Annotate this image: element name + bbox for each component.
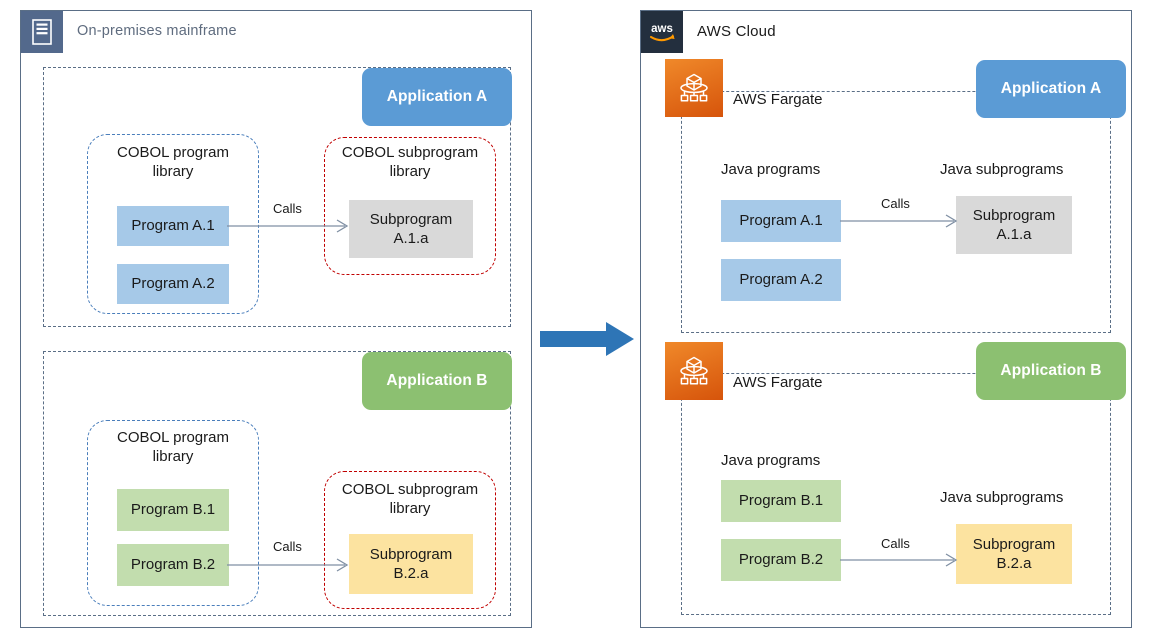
java-programs-caption-b: Java programs (721, 452, 821, 469)
aws-subprogram-a1a-box: Subprogram A.1.a (956, 196, 1072, 254)
cobol-program-library-b-caption: COBOL program library (117, 429, 229, 465)
cobol-subprogram-library-a (324, 137, 496, 275)
application-b-container (43, 351, 511, 616)
panel-title-on-premises: On-premises mainframe (77, 23, 237, 39)
aws-program-b2-box: Program B.2 (721, 539, 841, 581)
aws-cloud-panel: aws AWS Cloud (640, 10, 1132, 628)
cobol-program-library-a (87, 134, 259, 314)
calls-arrow-b (227, 555, 353, 575)
program-a1-box: Program A.1 (117, 206, 229, 246)
aws-calls-label-b: Calls (881, 536, 910, 551)
aws-fargate-label-b: AWS Fargate (733, 374, 823, 391)
aws-application-a-pill[interactable]: Application A (976, 60, 1126, 118)
migration-arrow (540, 320, 636, 358)
aws-application-b-container (681, 373, 1111, 615)
cobol-subprogram-library-a-caption: COBOL subprogram library (341, 144, 479, 180)
mainframe-icon (21, 11, 63, 53)
aws-program-b1-box: Program B.1 (721, 480, 841, 522)
calls-label-a: Calls (273, 201, 302, 216)
aws-calls-arrow-b (840, 550, 962, 570)
subprogram-a1a-box: Subprogram A.1.a (349, 200, 473, 258)
cobol-program-library-b (87, 420, 259, 606)
program-b2-box: Program B.2 (117, 544, 229, 586)
aws-fargate-label-a: AWS Fargate (733, 91, 823, 108)
aws-program-a2-box: Program A.2 (721, 259, 841, 301)
application-b-pill[interactable]: Application B (362, 352, 512, 410)
aws-application-b-pill[interactable]: Application B (976, 342, 1126, 400)
java-subprograms-caption-a: Java subprograms (940, 161, 1064, 178)
calls-label-b: Calls (273, 539, 302, 554)
subprogram-b2a-box: Subprogram B.2.a (349, 534, 473, 594)
panel-title-aws-cloud: AWS Cloud (697, 23, 776, 40)
aws-application-a-container (681, 91, 1111, 333)
application-a-pill[interactable]: Application A (362, 68, 512, 126)
calls-arrow-a (227, 216, 353, 236)
aws-calls-arrow-a (840, 211, 962, 231)
application-a-container (43, 67, 511, 327)
svg-text:aws: aws (651, 23, 673, 35)
cobol-subprogram-library-b-caption: COBOL subprogram library (341, 481, 479, 517)
cobol-subprogram-library-b (324, 471, 496, 609)
on-premises-mainframe-panel: On-premises mainframe COBOL program libr… (20, 10, 532, 628)
aws-logo-icon: aws (641, 11, 683, 53)
aws-program-a1-box: Program A.1 (721, 200, 841, 242)
aws-subprogram-b2a-box: Subprogram B.2.a (956, 524, 1072, 584)
aws-calls-label-a: Calls (881, 196, 910, 211)
java-programs-caption-a: Java programs (721, 161, 821, 178)
aws-fargate-icon-b (665, 342, 723, 400)
program-b1-box: Program B.1 (117, 489, 229, 531)
cobol-program-library-a-caption: COBOL program library (117, 144, 229, 180)
aws-fargate-icon-a (665, 59, 723, 117)
program-a2-box: Program A.2 (117, 264, 229, 304)
java-subprograms-caption-b: Java subprograms (940, 489, 1064, 506)
